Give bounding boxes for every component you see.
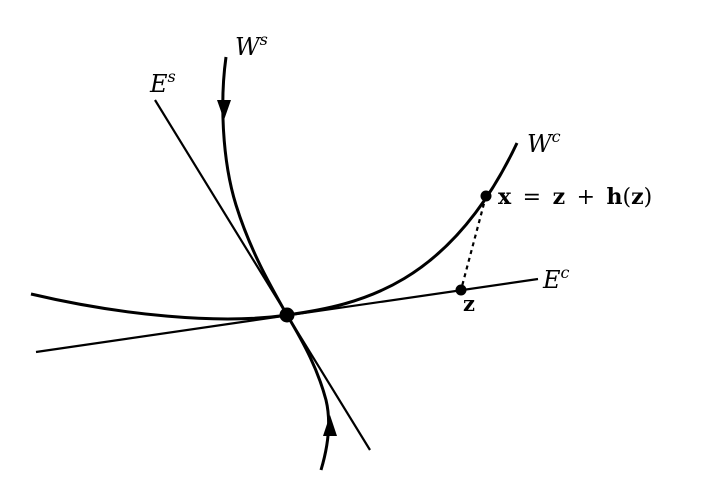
- projection-dotted-line: [459, 195, 488, 291]
- point-x: [480, 190, 492, 202]
- label-Ws: Ws: [235, 30, 268, 61]
- stable-manifold-curve-lower: [285, 314, 331, 471]
- label-x-equation: x = z + h(z): [498, 184, 652, 210]
- arrowhead-down: [217, 100, 231, 120]
- equilibrium-point: [279, 307, 295, 323]
- label-Es: Es: [149, 67, 176, 98]
- stable-eigenspace-line: [154, 99, 371, 451]
- label-Ec: Ec: [542, 263, 570, 294]
- stable-manifold-curve-upper: [221, 56, 289, 316]
- point-z: [455, 284, 467, 296]
- label-Wc: Wc: [527, 127, 561, 158]
- arrowhead-up: [323, 415, 337, 436]
- label-z: z: [463, 291, 475, 316]
